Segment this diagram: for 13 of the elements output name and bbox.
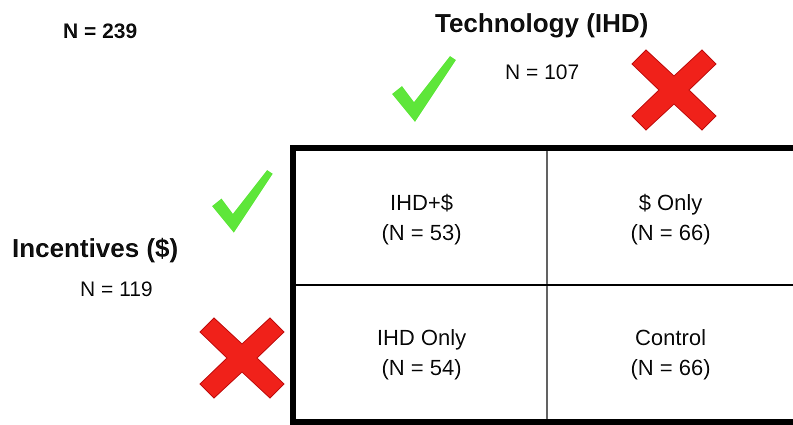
- count-label: N = 107: [505, 61, 580, 85]
- axis-title: Incentives ($): [12, 233, 178, 264]
- count-label: N = 239: [63, 20, 138, 44]
- cell-text: (N = 66): [630, 219, 711, 247]
- cell-text: (N = 54): [381, 354, 462, 382]
- axis-title: Technology (IHD): [435, 8, 648, 39]
- cell-text: IHD Only: [376, 324, 466, 352]
- cell-text: $ Only: [638, 189, 702, 217]
- count-label: N = 119: [80, 278, 153, 302]
- cell-text: (N = 66): [630, 354, 711, 382]
- cell-text: Control: [635, 324, 706, 352]
- cell-text: (N = 53): [381, 219, 462, 247]
- cell-text: IHD+$: [390, 189, 453, 217]
